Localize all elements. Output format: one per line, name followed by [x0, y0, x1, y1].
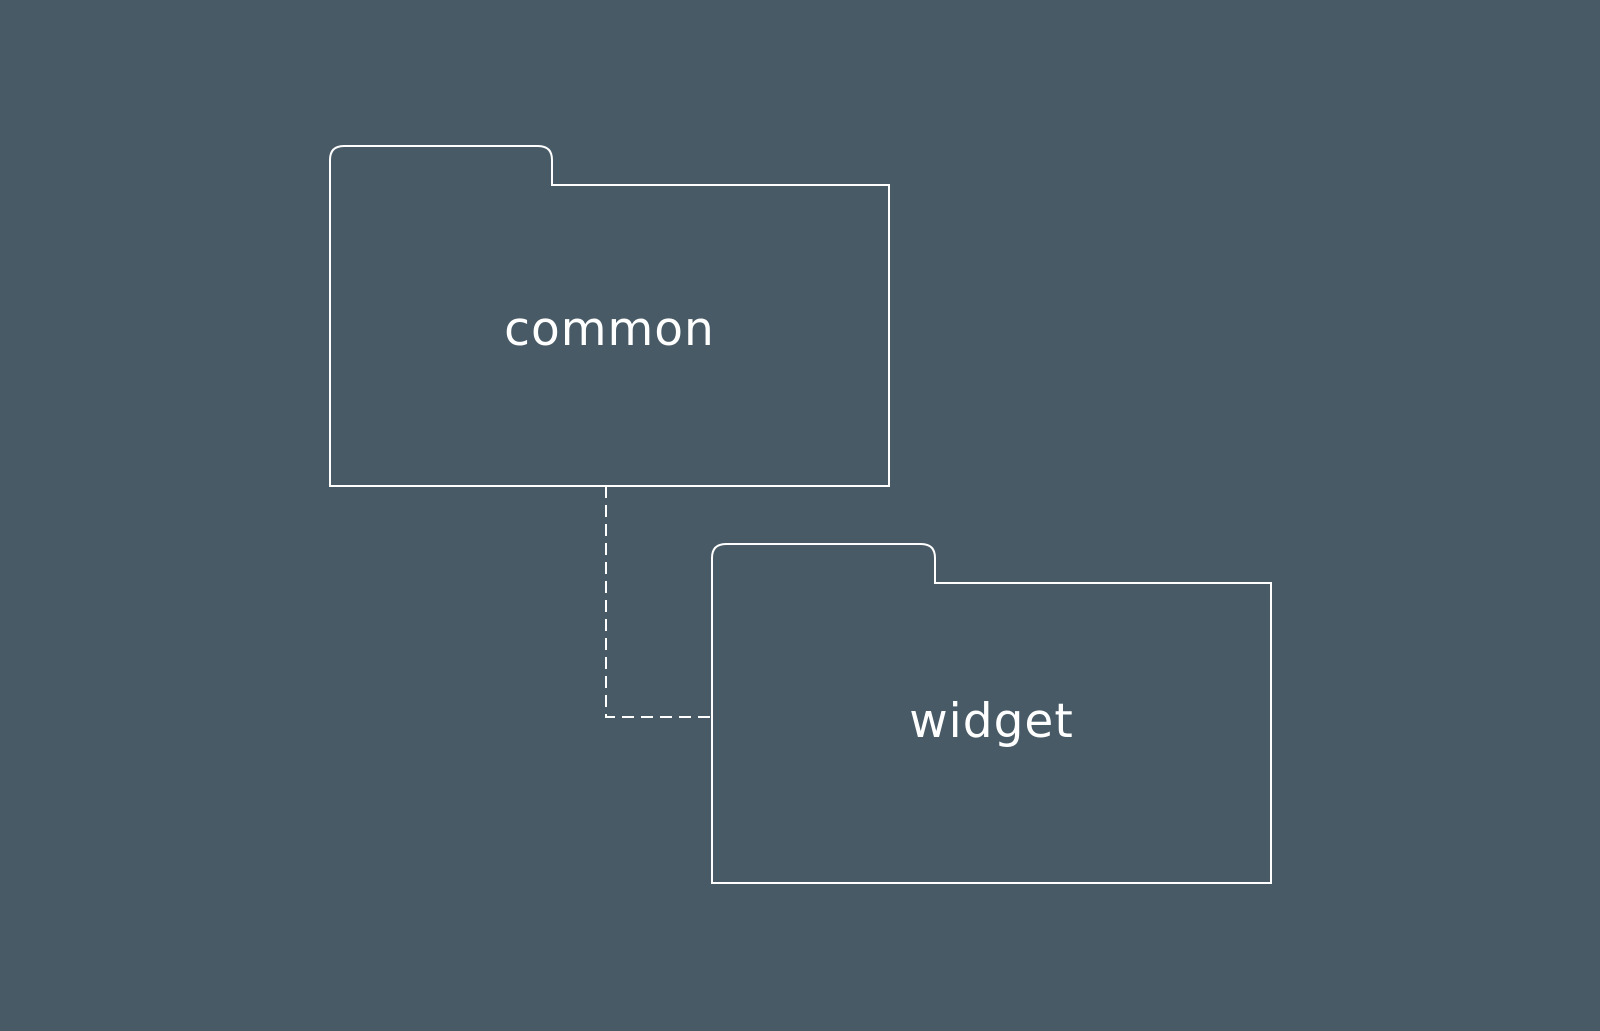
dependency-edge — [605, 486, 712, 718]
package-common — [329, 145, 890, 487]
package-label-common: common — [504, 302, 715, 357]
package-label-widget: widget — [909, 694, 1074, 749]
package-widget — [711, 543, 1272, 884]
